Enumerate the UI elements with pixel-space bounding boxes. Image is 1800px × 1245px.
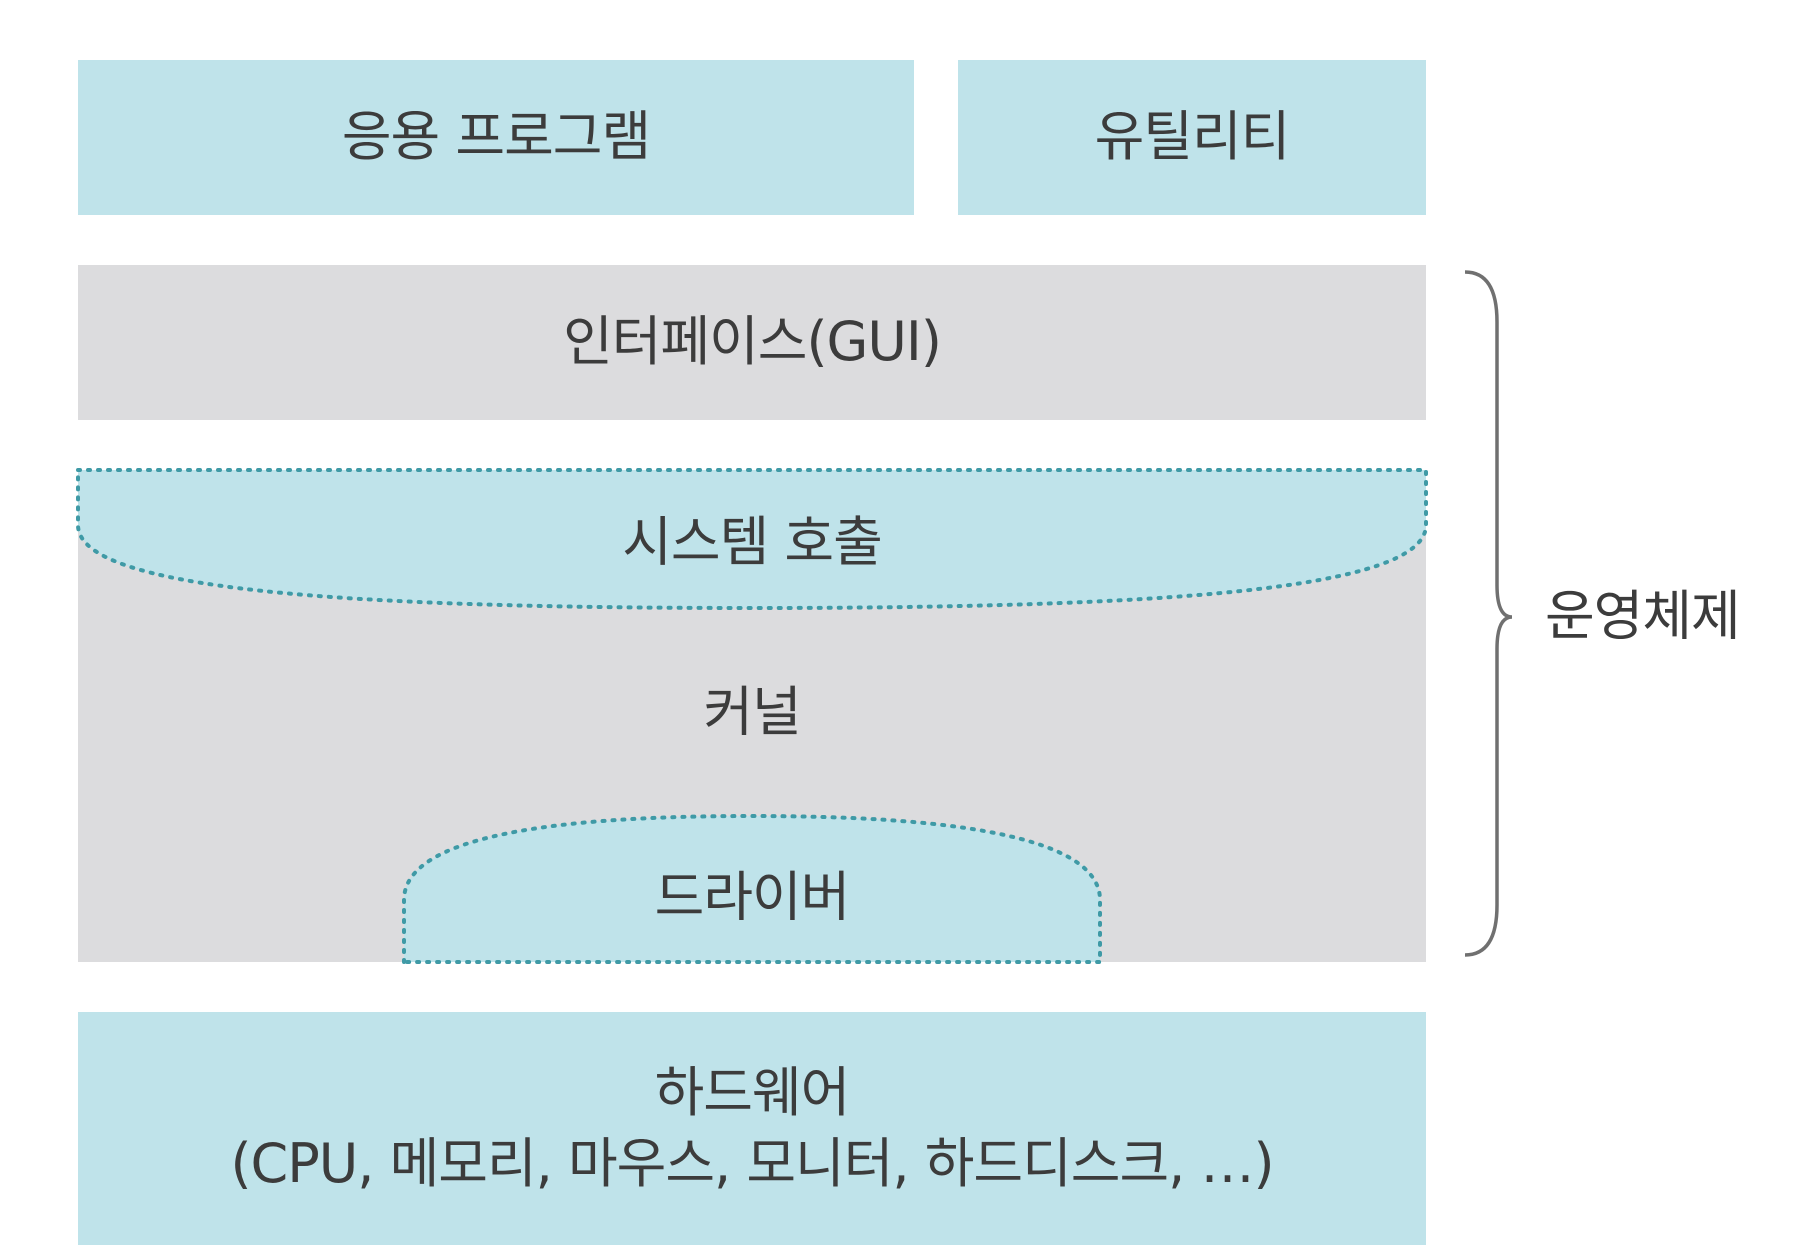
operating-system-brace [1464,270,1513,957]
interface-label: 인터페이스(GUI) [563,310,942,374]
interface-layer-box: 인터페이스(GUI) [78,265,1426,420]
utility-label: 유틸리티 [1094,105,1291,169]
operating-system-label: 운영체제 [1545,584,1741,648]
system-call-label: 시스템 호출 [622,510,883,574]
hardware-title: 하드웨어 [654,1061,851,1125]
utility-layer-box: 유틸리티 [958,60,1426,215]
hardware-layer-box: 하드웨어 (CPU, 메모리, 마우스, 모니터, 하드디스크, …) [78,1012,1426,1245]
driver-label: 드라이버 [654,865,851,929]
application-label: 응용 프로그램 [341,105,651,169]
application-layer-box: 응용 프로그램 [78,60,914,215]
kernel-label: 커널 [703,680,801,744]
hardware-detail: (CPU, 메모리, 마우스, 모니터, 하드디스크, …) [230,1131,1274,1195]
